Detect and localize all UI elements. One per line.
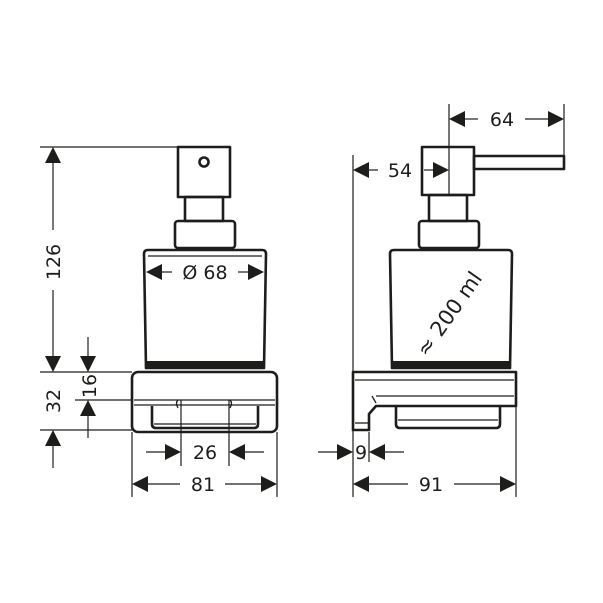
pump-neck-side [427,193,469,223]
dim-diameter-label: Ø 68 [182,262,227,284]
side-dimensions: 64 54 9 91 [318,104,565,497]
pump-collar [173,219,237,250]
arrow-up-icon [80,400,96,416]
dim-9-label: 9 [355,442,367,464]
wall-bracket [351,370,518,432]
arrow-right-icon [548,111,564,127]
arrow-right-icon [165,444,181,460]
arrow-right-icon [337,444,353,460]
pump-neck [183,195,225,223]
holder-tray [150,406,260,430]
dim-54-label: 54 [388,160,412,182]
dim-126-label: 126 [43,244,65,280]
arrow-right-icon [248,264,264,280]
arrow-left-icon [449,111,465,127]
dim-64-label: 64 [490,109,514,131]
capacity-label: ≈ 200 ml [412,267,487,360]
arrow-left-icon [353,476,369,492]
arrow-right-icon [261,476,277,492]
dim-26-label: 26 [193,442,217,464]
dim-91-label: 91 [419,474,443,496]
arrow-left-icon [132,476,148,492]
front-view [130,145,279,434]
arrow-left-icon [369,444,385,460]
holder-bracket [130,370,279,434]
pump-head-side [420,145,476,197]
arrow-left-icon [353,162,369,178]
arrow-down-icon [80,356,96,372]
side-view: ≈ 200 ml [351,145,566,432]
mount-marks [175,399,233,409]
pump-collar-side [417,219,481,250]
nozzle-hole-icon [198,156,210,168]
arrow-right-icon [500,476,516,492]
arrow-up-icon [45,147,61,163]
arrow-up-icon [45,430,61,446]
arrow-left-icon [229,444,245,460]
dim-81-label: 81 [191,474,215,496]
spout [472,154,566,171]
front-dimensions: 126 32 16 Ø 68 26 [40,146,278,497]
pump-head [176,145,232,199]
arrow-right-icon [433,162,449,178]
dim-32-label: 32 [43,389,65,413]
arrow-left-icon [146,264,162,280]
tray-side [394,406,502,430]
arrow-down-icon [45,356,61,372]
container-base-band [146,361,264,368]
dim-16-label: 16 [79,374,101,398]
